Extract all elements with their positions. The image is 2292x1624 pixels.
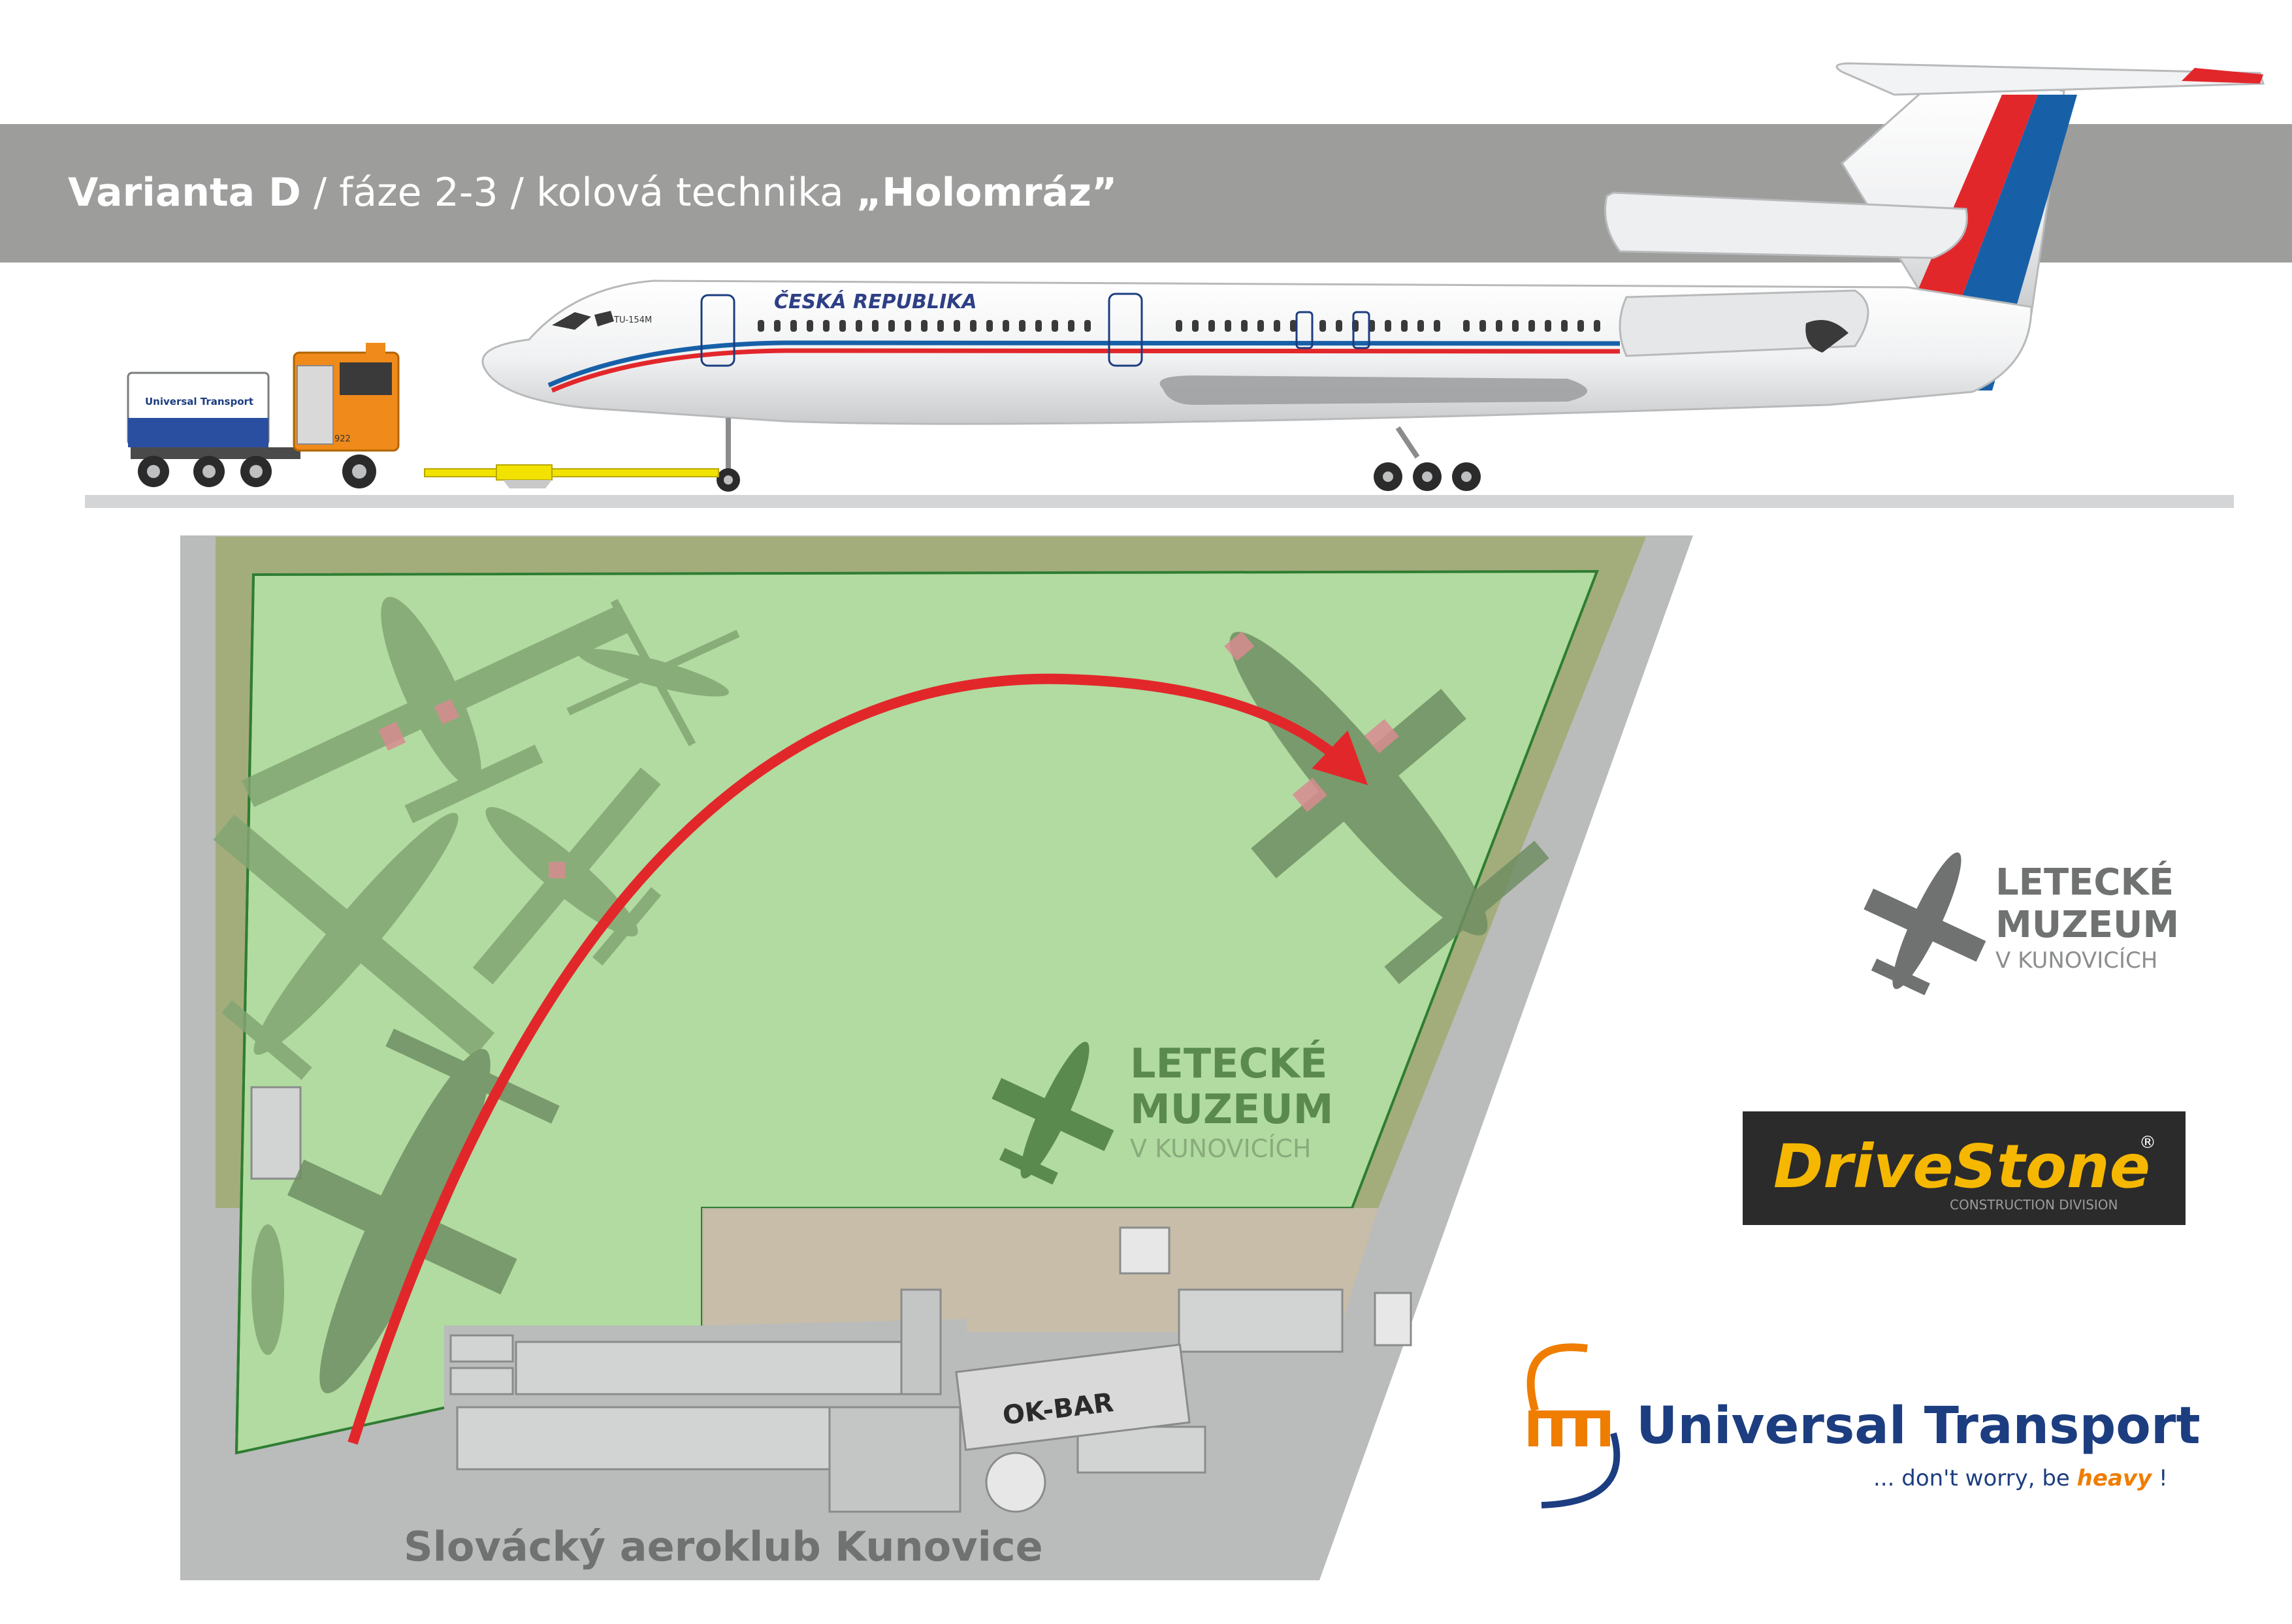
map-museum-line3: V KUNOVICÍCH <box>1130 1134 1312 1163</box>
airplane-silhouette-icon <box>992 1042 1114 1185</box>
map-buildings <box>250 1086 1412 1513</box>
title-separator: / <box>300 170 340 215</box>
tow-truck: Universal Transport 922 <box>127 343 400 488</box>
map-museum-line2: MUZEUM <box>1130 1085 1333 1133</box>
airfield-name: Slovácký aeroklub Kunovice <box>404 1523 1043 1570</box>
marked-pads <box>378 631 1399 878</box>
map-museum-logo: LETECKÉ MUZEUM V KUNOVICÍCH <box>992 1040 1333 1185</box>
drivestone-division: CONSTRUCTION DIVISION <box>1950 1197 2118 1213</box>
title-technique: kolová technika <box>536 170 856 215</box>
ut-slogan-post: ! <box>2152 1465 2167 1491</box>
drivestone-registered: ® <box>2139 1133 2156 1153</box>
aircraft-livery-text: ČESKÁ REPUBLIKA <box>774 289 977 313</box>
drivestone-name: DriveStone <box>1773 1132 2150 1202</box>
museum-logo-line3: V KUNOVICÍCH <box>1995 947 2157 974</box>
cabin-windows <box>758 320 1600 332</box>
museum-logo-line1: LETECKÉ <box>1995 861 2174 904</box>
aircraft-model-label: TU-154M <box>613 315 652 325</box>
museum-logo-line2: MUZEUM <box>1995 904 2179 946</box>
title-separator: / <box>498 170 536 215</box>
curved-arrow-icon <box>347 673 1368 1445</box>
airplane-silhouette-icon <box>213 812 495 1080</box>
airplane-silhouette-icon <box>287 1028 560 1393</box>
drivestone-logo: DriveStone ® CONSTRUCTION DIVISION <box>1743 1111 2186 1225</box>
airplane-silhouette-icon <box>1864 852 1986 996</box>
map-museum-line1: LETECKÉ <box>1130 1040 1327 1087</box>
truck-container-brand: Universal Transport <box>145 396 253 407</box>
title-phase: fáze 2-3 <box>339 170 498 215</box>
museum-logo: LETECKÉ MUZEUM V KUNOVICÍCH <box>1864 852 2179 996</box>
ut-name: Universal Transport <box>1636 1397 2201 1456</box>
airfield-map: OK-BAR <box>180 535 1693 1580</box>
ut-slogan-em: heavy <box>2077 1465 2153 1491</box>
aircraft-side-view: ČESKÁ REPUBLIKA TU-154M <box>481 62 2265 492</box>
ground-line <box>85 495 2234 508</box>
universal-transport-logo: Universal Transport ... don't worry, be … <box>1526 1343 2201 1508</box>
title-holomraz: „Holomráz” <box>856 170 1118 215</box>
tow-bar <box>424 464 719 488</box>
ut-slogan-pre: ... don't worry, be <box>1873 1465 2077 1491</box>
truck-number: 922 <box>334 434 351 444</box>
ut-slogan: ... don't worry, be heavy ! <box>1873 1465 2168 1491</box>
ut-logo-icon <box>1526 1343 1621 1508</box>
title-variant: Varianta D <box>68 170 301 215</box>
helicopter-silhouette-icon <box>566 599 740 746</box>
landing-gear <box>717 418 1481 492</box>
page-title: Varianta D / fáze 2-3 / kolová technika … <box>68 170 1117 215</box>
